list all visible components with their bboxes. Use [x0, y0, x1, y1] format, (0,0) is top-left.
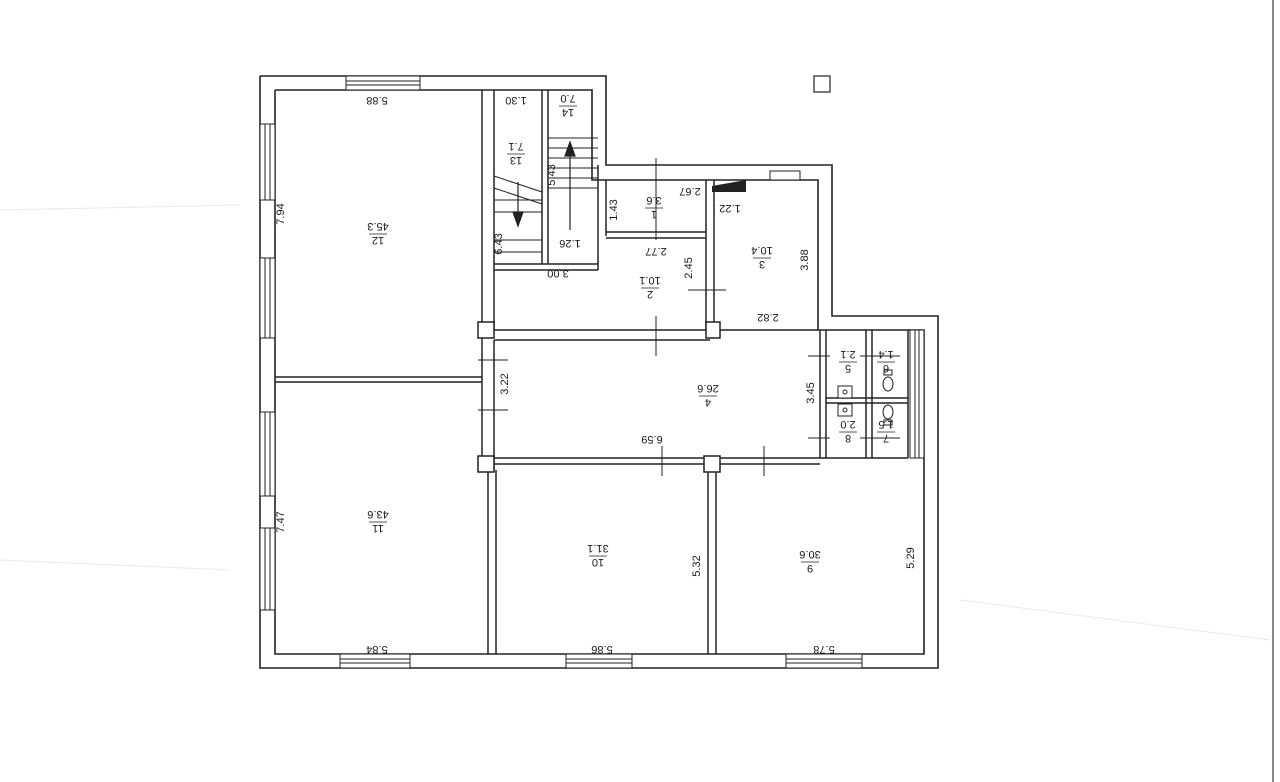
room-number: 13	[510, 154, 522, 166]
room-label: 52.1	[839, 348, 857, 374]
room-number: 2	[647, 288, 653, 300]
room-area: 7.0	[560, 92, 575, 104]
dimension-label: 3.22	[499, 373, 511, 394]
room-label: 210.1	[639, 274, 660, 300]
room-area: 7.1	[508, 140, 523, 152]
room-area: 43.6	[367, 508, 388, 520]
dimension-label: 3.45	[805, 382, 817, 403]
room-number: 10	[592, 556, 604, 568]
dimension-label: 2.82	[757, 311, 778, 323]
room-label: 12 45.3	[367, 220, 388, 246]
toilet-icon	[882, 404, 894, 420]
room-label: 82.0	[839, 418, 857, 444]
dimension-ticks	[478, 158, 900, 476]
room-number: 4	[705, 396, 711, 408]
room-label: 71.5	[877, 418, 895, 444]
room-label: 147.0	[559, 92, 577, 118]
room-number: 6	[883, 362, 889, 374]
dimension-label: 1.43	[608, 199, 620, 220]
room-label: 61.4	[877, 348, 895, 374]
toilet-tank-icon	[883, 419, 893, 426]
dimension-label: 6.59	[641, 433, 662, 445]
paper-background	[0, 204, 1271, 641]
room-area: 2.0	[840, 418, 855, 430]
room-label: 426.6	[697, 382, 718, 408]
dimension-label: 5.88	[366, 94, 387, 106]
stair-arrows	[512, 140, 576, 230]
legend-square	[813, 75, 831, 93]
room-label: 930.6	[799, 548, 820, 574]
dimension-label: 1.22	[719, 202, 740, 214]
dimension-label: 5.86	[591, 643, 612, 655]
toilet-icon	[882, 376, 894, 392]
sanitary-fixtures	[837, 369, 894, 426]
room-labels: 1245.31143.61031.1930.6426.6210.1310.413…	[367, 92, 895, 574]
columns	[477, 321, 721, 473]
room-number: 3	[759, 258, 765, 270]
room-area: 31.1	[587, 542, 608, 554]
dimension-label: 2.45	[683, 257, 695, 278]
dimension-label: 2.77	[645, 245, 666, 257]
dimension-label: 5.29	[905, 547, 917, 568]
dimension-labels: 5.88 7.94 7.47 5.84 1.30 6.43 1.26 5.43 3.00 2.67…	[275, 94, 917, 655]
toilet-tank-icon	[883, 369, 893, 376]
dimension-label: 5.78	[813, 643, 834, 655]
room-number: 12	[372, 234, 384, 246]
room-number: 11	[372, 522, 383, 534]
scan-edge-line	[1272, 0, 1274, 782]
dimension-label: 7.94	[275, 203, 287, 224]
room-number: 1	[651, 208, 657, 220]
outer-walls	[259, 75, 939, 669]
room-label: 11 43.6	[367, 508, 388, 534]
dimension-label: 1.30	[505, 94, 526, 106]
room-number: 9	[807, 562, 813, 574]
room-area: 10.4	[751, 244, 772, 256]
sink-drain-icon	[842, 407, 848, 413]
room-area: 2.1	[840, 348, 855, 360]
dimension-label: 5.32	[691, 555, 703, 576]
room-label: 310.4	[751, 244, 772, 270]
room-area: 3.6	[646, 194, 661, 206]
room-number: 14	[562, 106, 574, 118]
room-label: 13.6	[645, 194, 663, 220]
dimension-label: 6.43	[493, 233, 505, 254]
dimension-label: 5.84	[366, 643, 387, 655]
room-area: 45.3	[367, 220, 388, 232]
dimension-label: 3.00	[547, 267, 568, 279]
dimension-label: 5.43	[546, 164, 558, 185]
room-number: 7	[883, 432, 889, 444]
sink-drain-icon	[842, 389, 848, 395]
dimension-label: 3.88	[799, 249, 811, 270]
room-label: 137.1	[507, 140, 525, 166]
windows	[259, 75, 925, 669]
room-area: 1.4	[878, 348, 893, 360]
dimension-label: 2.67	[679, 185, 700, 197]
room-number: 8	[845, 432, 851, 444]
room-area: 10.1	[639, 274, 660, 286]
shaft-marker	[712, 180, 746, 192]
room-area: 30.6	[799, 548, 820, 560]
room-label: 10 31.1	[587, 542, 608, 568]
room-area: 26.6	[697, 382, 718, 394]
interior-walls	[275, 90, 909, 654]
stair-treads	[493, 137, 598, 253]
dimension-label: 7.47	[275, 511, 287, 532]
room-number: 5	[845, 362, 851, 374]
dimension-label: 1.26	[559, 237, 580, 249]
room-area: 1.5	[878, 418, 893, 430]
